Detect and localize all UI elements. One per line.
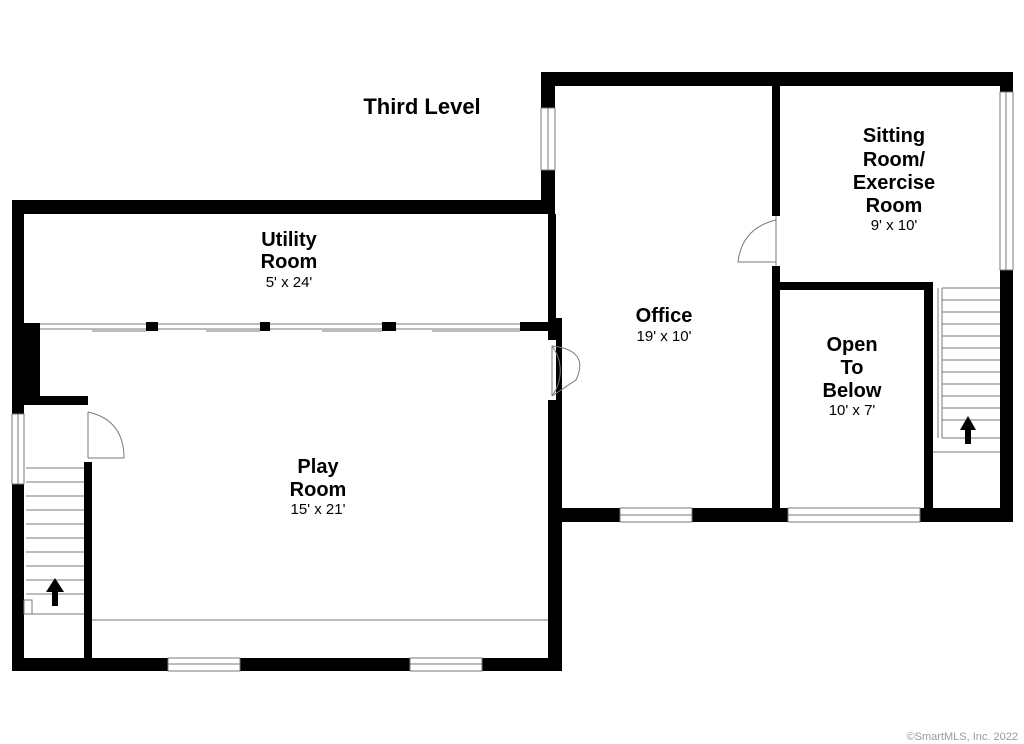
room-size: 5' x 24': [266, 274, 313, 291]
door-office-sitting: [737, 216, 780, 266]
wall-stair-top: [24, 396, 88, 405]
wall-office-open: [772, 266, 780, 516]
room-size: 10' x 7': [829, 402, 876, 419]
wall-open-right: [924, 282, 933, 518]
room-size: 9' x 10': [871, 217, 918, 234]
wall-right-bottom: [548, 508, 1013, 522]
copyright-notice: ©SmartMLS, Inc. 2022: [907, 731, 1018, 743]
room-open-to-below: Open To Below 10' x 7': [823, 334, 882, 419]
room-size: 19' x 10': [637, 328, 692, 345]
wall-sitting-bottom: [772, 282, 932, 290]
room-name-line: Below: [823, 380, 882, 402]
wall-right-top: [541, 72, 1013, 86]
room-name-line: To: [841, 357, 864, 379]
wall-partition-end-right: [520, 322, 554, 331]
room-sitting: Sitting Room/ Exercise Room 9' x 10': [853, 125, 935, 234]
room-name-line: Exercise: [853, 172, 935, 194]
room-utility: Utility Room 5' x 24': [261, 229, 318, 291]
room-name-line: Room: [261, 251, 318, 273]
room-name-line: Room/: [863, 149, 926, 171]
staircase-right: [933, 287, 1000, 453]
door-play-office: [548, 340, 581, 400]
level-title: Third Level: [363, 94, 480, 119]
room-name-line: Office: [636, 305, 693, 327]
room-size: 15' x 21': [291, 501, 346, 518]
wall-office-sitting: [772, 86, 780, 216]
wall-left-thick: [24, 324, 40, 400]
room-name-line: Sitting: [863, 125, 925, 147]
arrow-up-icon: [46, 578, 64, 606]
wall-partition-end-left: [24, 323, 40, 329]
wall-partition-post: [382, 322, 396, 331]
wall-partition-post: [146, 322, 158, 331]
room-name-line: Room: [290, 479, 347, 501]
wall-left-top: [12, 200, 554, 214]
room-office: Office 19' x 10': [636, 305, 693, 345]
door-stair-left: [84, 405, 125, 462]
wall-partition-post: [260, 322, 270, 331]
room-name-line: Play: [297, 456, 339, 478]
room-name-line: Room: [866, 195, 923, 217]
wall-stair-right: [84, 462, 92, 662]
room-play: Play Room 15' x 21': [290, 456, 347, 518]
room-name-line: Open: [826, 334, 877, 356]
room-name-line: Utility: [261, 229, 317, 251]
arrow-up-icon: [960, 416, 976, 444]
